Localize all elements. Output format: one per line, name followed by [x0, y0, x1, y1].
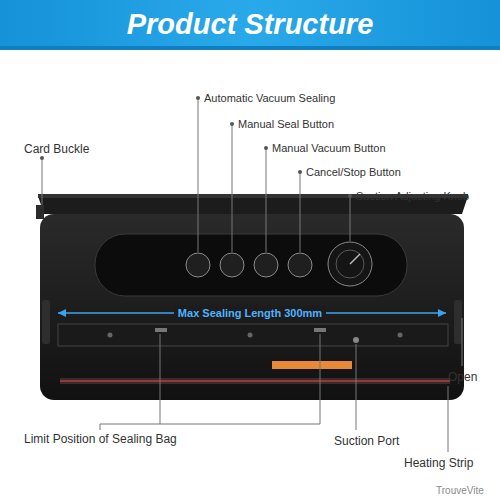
callout-label: Open [448, 370, 477, 384]
callout-label: Suction Adjusting Knob [356, 189, 469, 203]
callout-label: Cancel/Stop Button [306, 165, 401, 179]
callout-label: Manual Seal Button [238, 117, 334, 131]
callout-label: Manual Vacuum Button [272, 141, 386, 155]
watermark: TrouveVite [436, 484, 484, 498]
banner-title: Product Structure [0, 6, 500, 42]
callout-label: Heating Strip [404, 456, 473, 470]
callout-label: Limit Position of Sealing Bag [24, 432, 177, 446]
callout-label: Suction Port [334, 434, 399, 448]
callout-label: Card Buckle [24, 142, 89, 156]
dimension-label: Max Sealing Length 300mm [174, 306, 326, 320]
callout-label: Automatic Vacuum Sealing [204, 91, 335, 105]
